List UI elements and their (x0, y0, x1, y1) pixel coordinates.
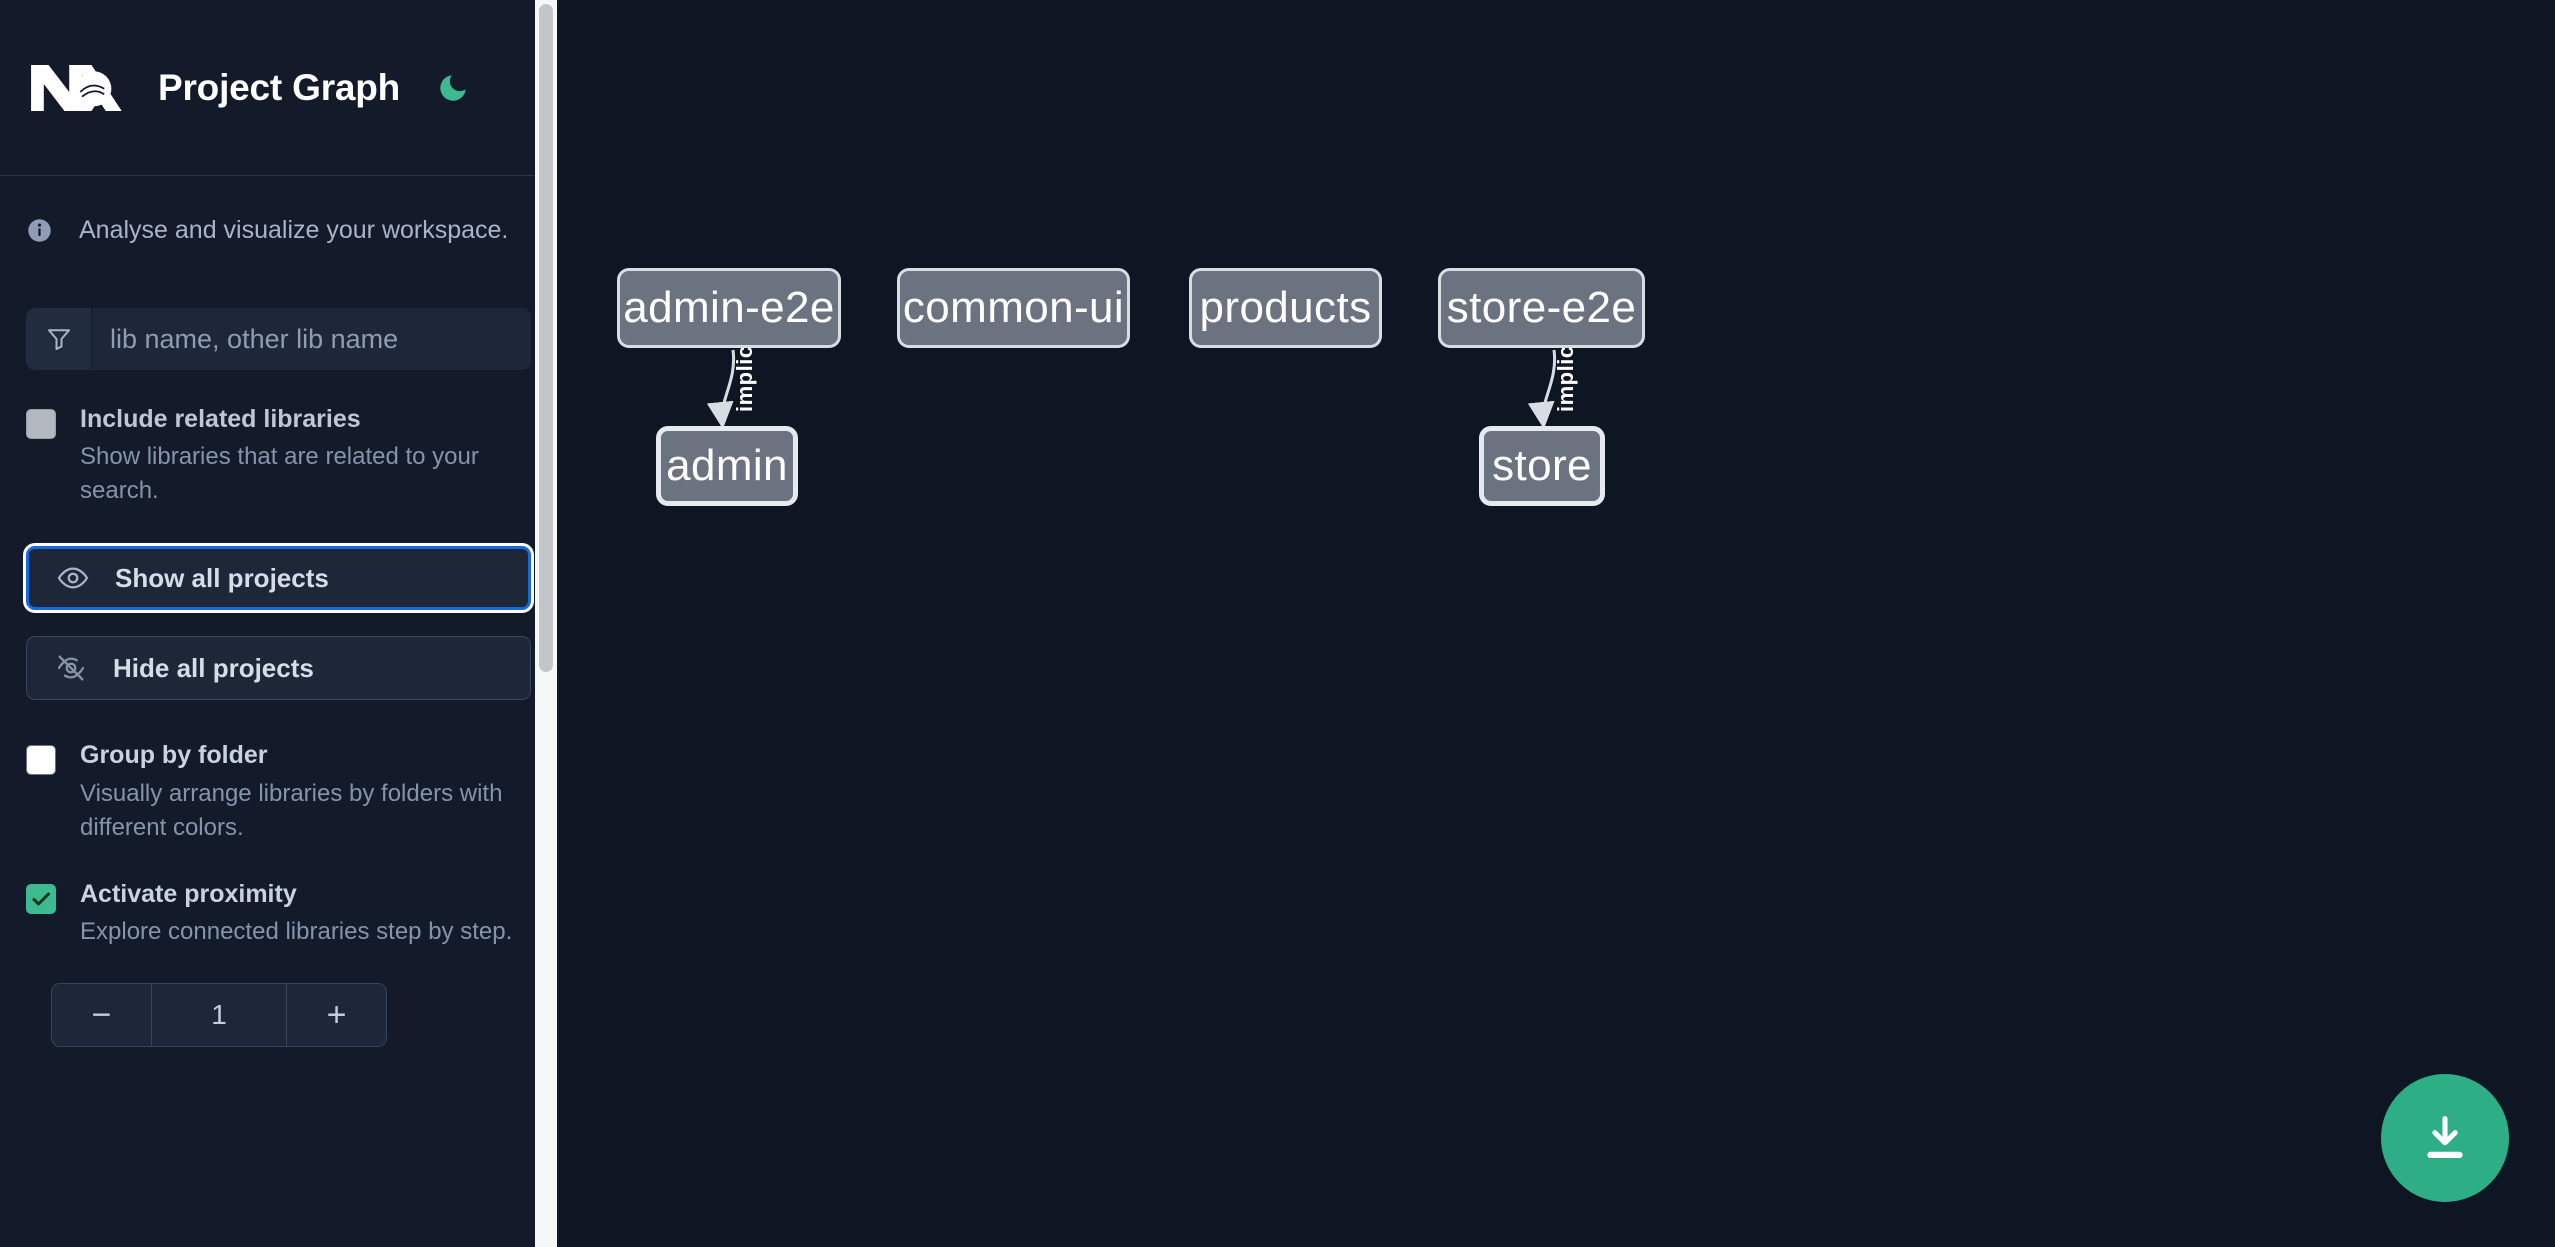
stepper-decrement-button[interactable]: − (52, 984, 152, 1047)
stepper-value: 1 (211, 999, 227, 1031)
graph-node-common-ui[interactable]: common-ui (897, 268, 1130, 348)
show-all-projects-wrap: Show all projects (0, 546, 557, 611)
proximity-stepper[interactable]: − 1 + (51, 983, 387, 1048)
option-title: Activate proximity (80, 879, 297, 908)
graph-node-admin-e2e[interactable]: admin-e2e (617, 268, 841, 348)
graph-node-label: products (1199, 283, 1372, 332)
nx-logo (26, 57, 122, 119)
option-description: Explore connected libraries step by step… (80, 918, 513, 946)
search-section (0, 308, 557, 370)
option-title: Include related libraries (80, 405, 361, 433)
graph-node-label: store-e2e (1446, 283, 1637, 332)
sidebar-content: Project Graph Analyse and visualize your… (0, 0, 557, 1247)
graph-node-label: admin (666, 441, 788, 490)
sidebar-scrollbar[interactable] (535, 0, 557, 1247)
graph-node-store[interactable]: store (1479, 426, 1605, 506)
info-icon (26, 217, 53, 244)
option-text: Include related libraries Show libraries… (80, 404, 531, 508)
hide-all-projects-button[interactable]: Hide all projects (26, 636, 531, 701)
option-group-by-folder[interactable]: Group by folder Visually arrange librari… (0, 740, 557, 844)
sidebar-header: Project Graph (0, 0, 557, 176)
download-button[interactable] (2381, 1074, 2509, 1202)
eye-slash-icon (55, 651, 89, 685)
sidebar: Project Graph Analyse and visualize your… (0, 0, 557, 1247)
graph-node-label: store (1492, 441, 1592, 490)
graph-node-store-e2e[interactable]: store-e2e (1438, 268, 1645, 348)
moon-icon[interactable] (432, 67, 474, 109)
page-title: Project Graph (158, 66, 401, 108)
option-include-related-libraries[interactable]: Include related libraries Show libraries… (0, 404, 557, 508)
option-activate-proximity[interactable]: Activate proximity Explore connected lib… (0, 879, 557, 949)
eye-icon (57, 561, 91, 595)
tagline-text: Analyse and visualize your workspace. (79, 215, 509, 244)
tagline: Analyse and visualize your workspace. (0, 176, 557, 284)
show-all-projects-label: Show all projects (115, 562, 329, 593)
filter-icon[interactable] (26, 308, 92, 370)
option-title: Group by folder (80, 741, 268, 770)
search-input[interactable] (92, 308, 531, 370)
show-all-projects-button[interactable]: Show all projects (26, 546, 531, 611)
search-box[interactable] (26, 308, 531, 370)
hide-all-projects-wrap: Hide all projects (0, 636, 557, 701)
option-text: Group by folder Visually arrange librari… (80, 740, 531, 844)
stepper-increment-button[interactable]: + (286, 984, 386, 1047)
graph-node-label: admin-e2e (623, 283, 835, 332)
graph-node-products[interactable]: products (1189, 268, 1382, 348)
download-icon (2427, 1116, 2463, 1159)
graph-canvas[interactable]: implicit implicit admin-e2e common-ui pr… (557, 0, 2555, 1247)
proximity-stepper-wrap: − 1 + (0, 983, 557, 1048)
graph-edges (706, 349, 1557, 429)
activate-proximity-checkbox[interactable] (26, 883, 56, 914)
graph-node-admin[interactable]: admin (656, 426, 798, 506)
option-text: Activate proximity Explore connected lib… (80, 879, 512, 949)
include-related-libraries-checkbox[interactable] (26, 409, 56, 439)
group-by-folder-checkbox[interactable] (26, 745, 56, 776)
sidebar-scrollbar-thumb[interactable] (539, 4, 553, 672)
hide-all-projects-label: Hide all projects (113, 652, 314, 683)
option-description: Visually arrange libraries by folders wi… (80, 779, 503, 841)
graph-node-label: common-ui (902, 283, 1125, 332)
option-description: Show libraries that are related to your … (80, 443, 479, 505)
